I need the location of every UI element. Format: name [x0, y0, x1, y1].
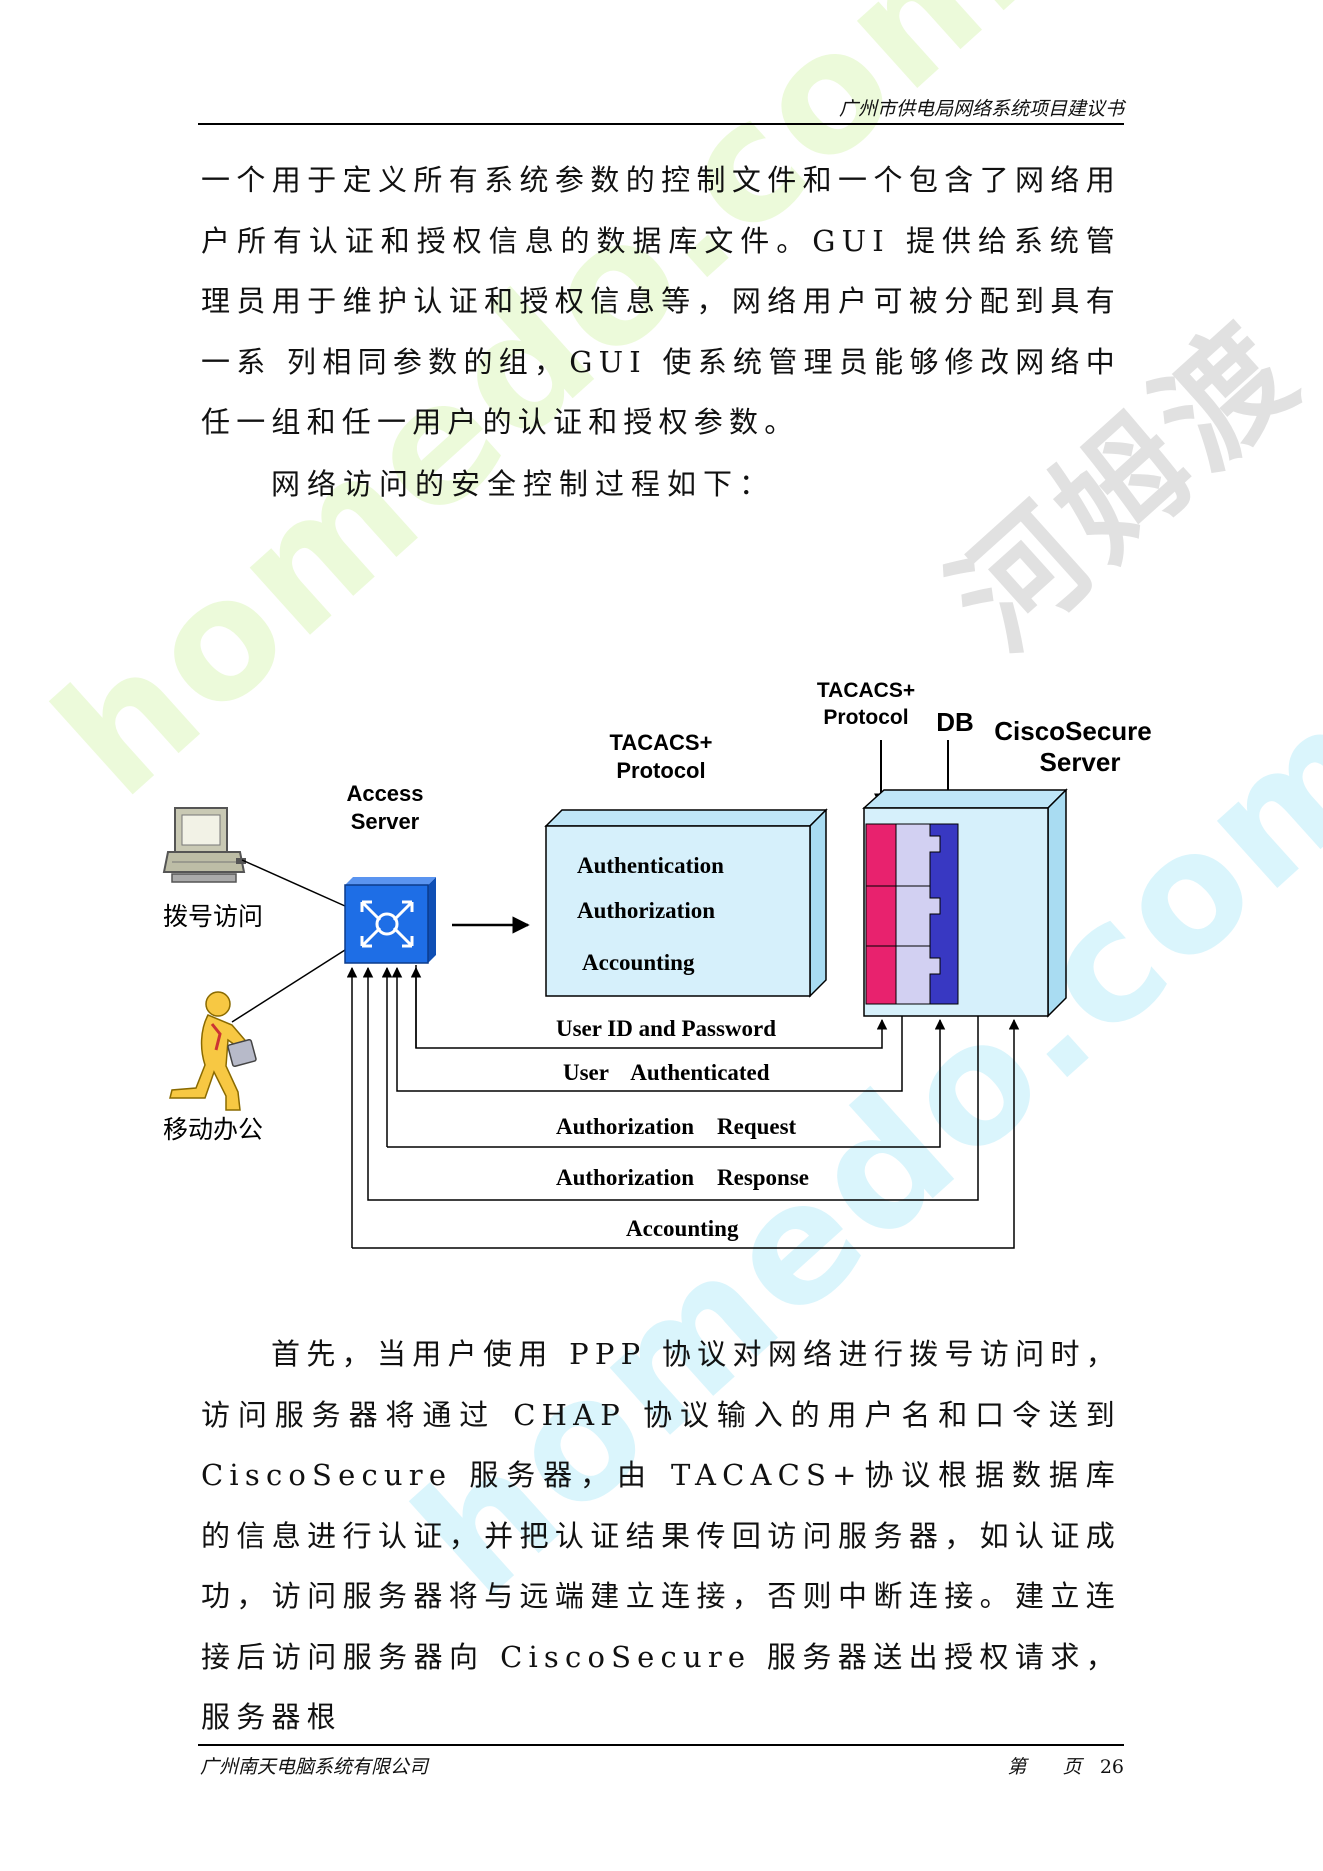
- pc-icon: [162, 807, 246, 883]
- footer-page-suffix: 页: [1062, 1756, 1082, 1778]
- footer-page-value: 26: [1099, 1756, 1124, 1778]
- server-label-line2: Server: [1040, 747, 1121, 777]
- paragraph-procedure: 首先，当用户使用 PPP 协议对网络进行拨号访问时，访问服务器将通过 CHAP …: [201, 1324, 1121, 1748]
- mobile-label: 移动办公: [163, 1115, 263, 1144]
- flow-line-authorization-request: [387, 1018, 946, 1148]
- footer-page-number: 第 页 26: [1007, 1752, 1124, 1779]
- paragraph-process-heading: 网络访问的安全控制过程如下：: [201, 454, 1121, 515]
- router-icon: [344, 877, 436, 964]
- footer-company: 广州南天电脑系统有限公司: [200, 1756, 429, 1778]
- flow-line-accounting: [352, 1018, 1020, 1249]
- flow-label-authorization-response: Authorization Response: [556, 1165, 809, 1190]
- access-server-label-line2: Server: [351, 809, 420, 834]
- protocol-top-label-line1: TACACS+: [817, 679, 915, 702]
- header-rule: [198, 123, 1124, 125]
- flow-label-authorization-request: Authorization Request: [556, 1114, 797, 1139]
- protocol-label-line1: TACACS+: [610, 730, 713, 755]
- header-title: 广州市供电局网络系统项目建议书: [838, 98, 1124, 120]
- footer-page-prefix: 第: [1007, 1756, 1027, 1778]
- footer-rule: [198, 1744, 1124, 1746]
- server-label-line1: CiscoSecure: [994, 716, 1152, 746]
- flow-label-user-authenticated: User Authenticated: [563, 1060, 770, 1085]
- flow-line-user-authenticated: [391, 966, 903, 1092]
- dialup-link-line: [241, 859, 346, 907]
- flow-label-user-id-password: User ID and Password: [556, 1016, 776, 1041]
- mobile-user-icon: [169, 991, 257, 1111]
- aaa-authorization: Authorization: [577, 898, 715, 923]
- paragraph-process-heading-text: 网络访问的安全控制过程如下：: [271, 467, 776, 501]
- access-server-label-line1: Access: [346, 781, 423, 806]
- protocol-label-line2: Protocol: [616, 758, 705, 783]
- mobile-link-line: [231, 949, 346, 1023]
- flow-line-authorization-response: [362, 966, 979, 1201]
- db-stack-icon: [865, 823, 959, 1005]
- aaa-authentication: Authentication: [577, 853, 724, 878]
- protocol-top-label-line2: Protocol: [823, 706, 908, 729]
- paragraph-procedure-text: 首先，当用户使用 PPP 协议对网络进行拨号访问时，访问服务器将通过 CHAP …: [201, 1337, 1121, 1734]
- aaa-accounting: Accounting: [582, 950, 695, 975]
- paragraph-intro: 一个用于定义所有系统参数的控制文件和一个包含了网络用户所有认证和授权信息的数据库…: [201, 163, 1121, 439]
- aaa-box: [544, 808, 828, 998]
- flow-label-accounting: Accounting: [626, 1216, 739, 1241]
- dialup-label: 拨号访问: [163, 902, 263, 931]
- db-label: DB: [936, 707, 974, 737]
